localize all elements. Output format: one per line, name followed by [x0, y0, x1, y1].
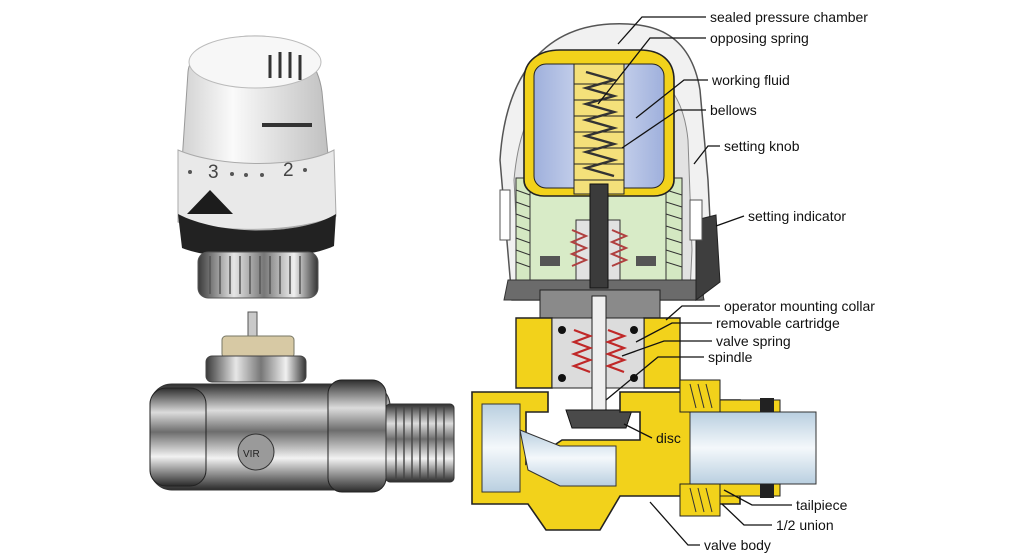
leader-setting-indicator — [715, 215, 745, 227]
plunger-rod — [589, 183, 609, 289]
label-tailpiece: tailpiece — [796, 497, 848, 513]
tailpiece — [689, 411, 817, 485]
leader-operator-mounting-collar — [665, 305, 720, 321]
label-sealed-pressure-chamber: sealed pressure chamber — [710, 9, 868, 25]
leader-sealed-pressure-chamber — [617, 16, 706, 45]
leader-working-fluid — [635, 79, 708, 119]
leader-half-union — [721, 503, 772, 526]
spindle — [591, 295, 607, 415]
logo-text: VIR — [243, 449, 260, 460]
valve-disc — [565, 409, 633, 429]
label-half-union: 1/2 union — [776, 517, 834, 533]
labels: sealed pressure chamber opposing spring … — [656, 9, 875, 553]
leader-setting-knob — [693, 145, 720, 165]
thermostatic-head-photo: 3 2 — [177, 35, 337, 299]
label-opposing-spring: opposing spring — [710, 30, 809, 46]
knurl-lines — [209, 256, 301, 294]
vent-slots — [262, 52, 312, 127]
leader-bellows — [621, 109, 706, 149]
dial-dots — [188, 168, 307, 177]
label-valve-spring: valve spring — [716, 333, 791, 349]
valve-body-photo: VIR — [149, 311, 455, 493]
leader-valve-spring — [621, 340, 712, 357]
setting-arrow-icon — [187, 190, 233, 214]
label-disc: disc — [656, 430, 681, 446]
manufacturer-logo — [237, 433, 275, 471]
union-threads — [689, 383, 713, 513]
opposing-spring — [581, 70, 619, 178]
label-working-fluid: working fluid — [711, 72, 790, 88]
leader-removable-cartridge — [635, 322, 712, 343]
label-setting-knob: setting knob — [724, 138, 800, 154]
label-setting-indicator: setting indicator — [748, 208, 846, 224]
leader-lines — [597, 16, 792, 546]
cross-section — [471, 22, 817, 531]
label-operator-mounting-collar: operator mounting collar — [724, 298, 875, 314]
leader-tailpiece — [723, 489, 792, 506]
label-valve-body: valve body — [704, 537, 771, 553]
dial-mark-2: 2 — [283, 160, 294, 181]
leader-disc — [623, 423, 653, 439]
dial-mark-3: 3 — [208, 162, 219, 183]
leader-opposing-spring — [597, 37, 706, 105]
label-spindle: spindle — [708, 349, 753, 365]
thread-lines — [395, 406, 445, 480]
label-removable-cartridge: removable cartridge — [716, 315, 840, 331]
label-bellows: bellows — [710, 102, 757, 118]
leader-valve-body — [649, 501, 700, 546]
leader-spindle — [605, 356, 704, 401]
valve-spring — [570, 328, 594, 374]
